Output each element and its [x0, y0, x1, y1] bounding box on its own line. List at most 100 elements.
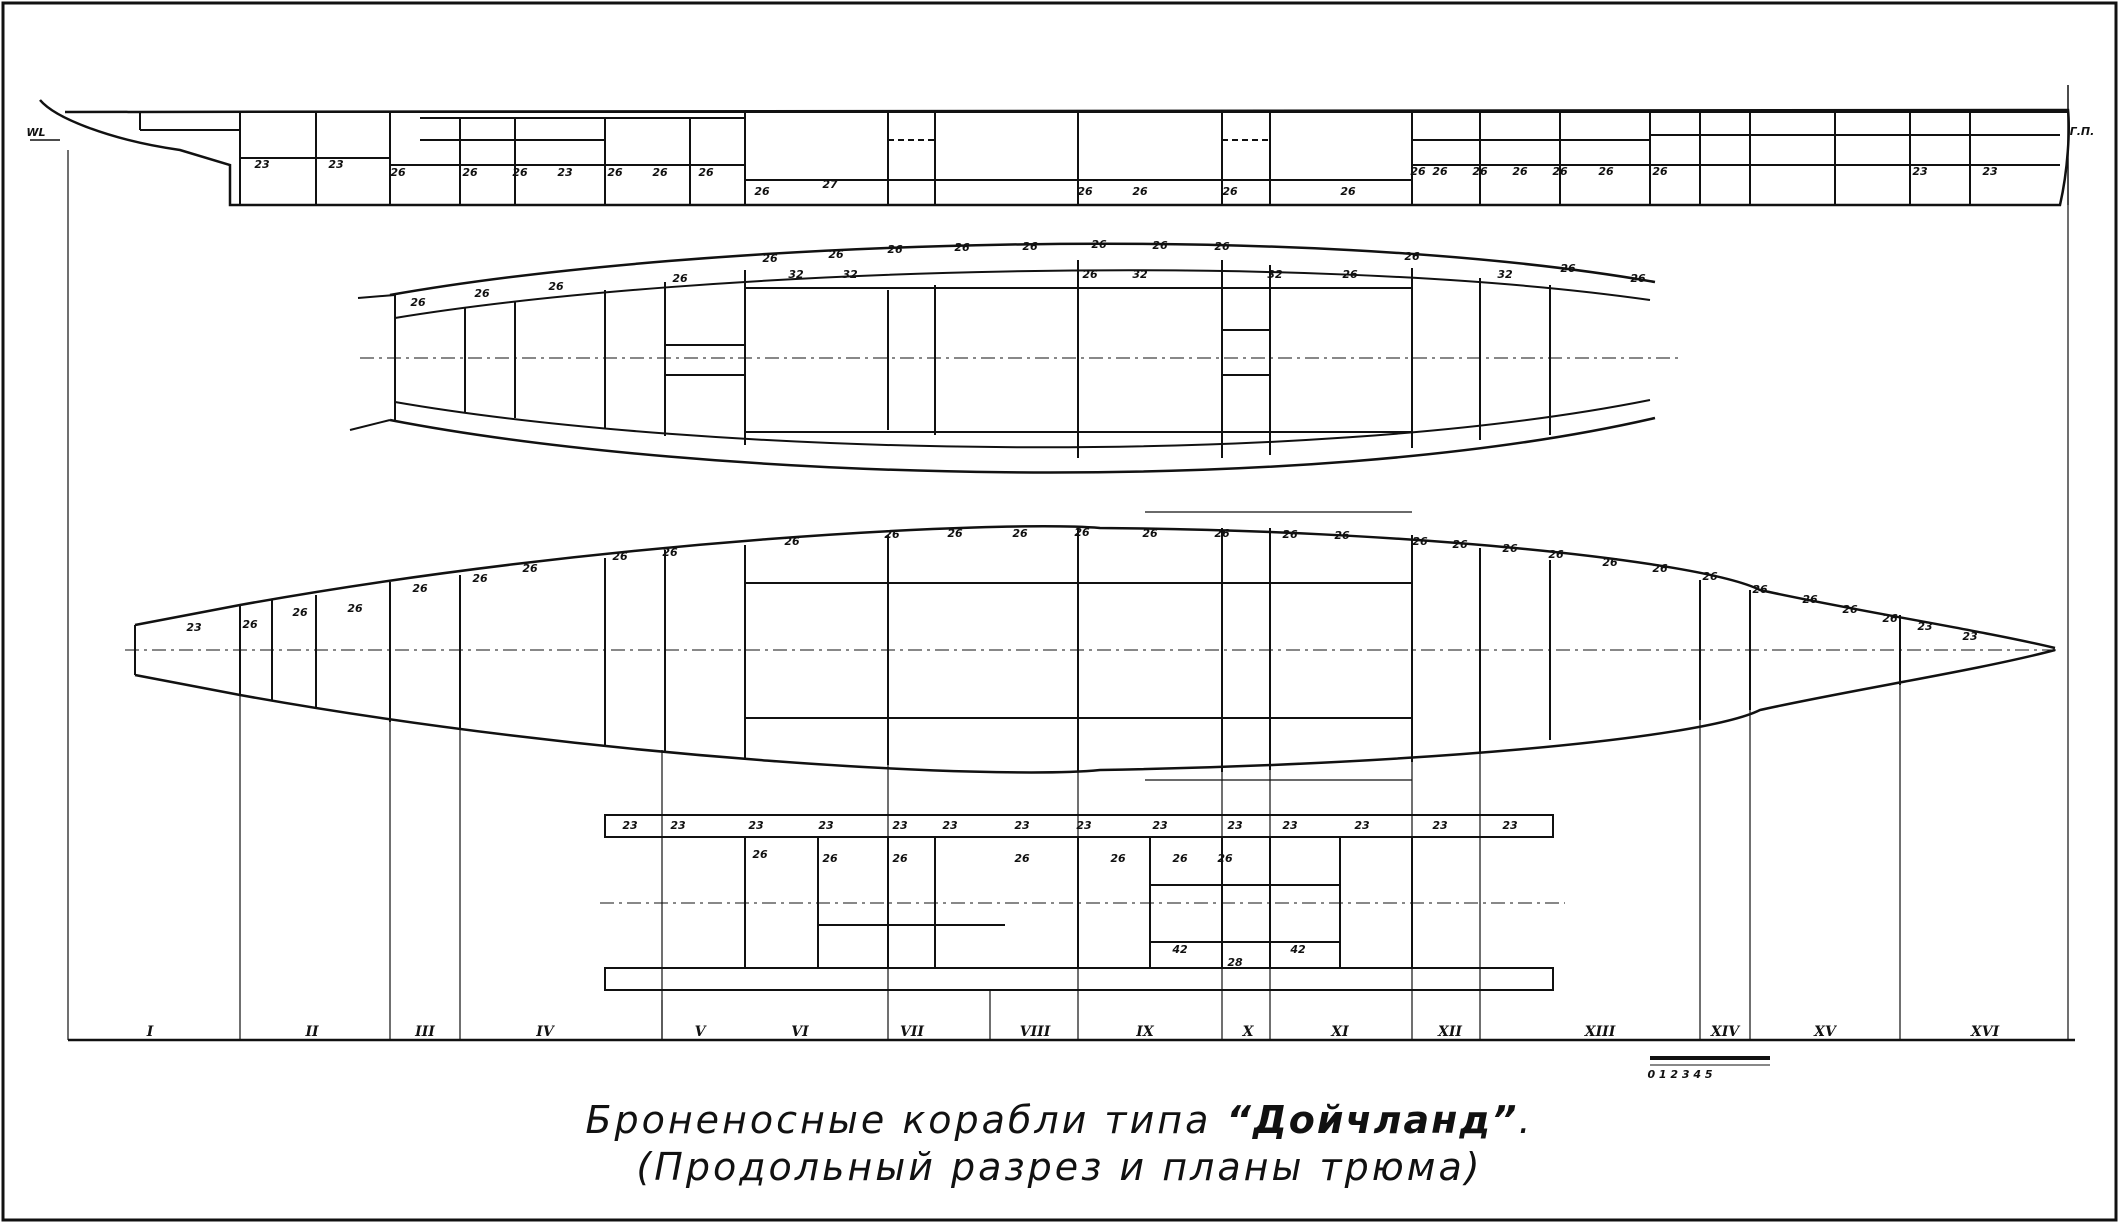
- deck-upper-compartment-label: 32: [1267, 268, 1283, 281]
- deck-middle-compartment-label: 26: [947, 527, 963, 540]
- section-label-6: VI: [791, 1024, 809, 1040]
- deck-lower-compartment-label: 23: [1152, 819, 1168, 832]
- profile-compartment-label: 26: [512, 166, 528, 179]
- deck-lower-compartment-label: 42: [1171, 943, 1188, 956]
- deck-middle-compartment-label: 26: [1502, 542, 1518, 555]
- section-label-3: III: [414, 1024, 435, 1040]
- deck-lower-compartment-label: 26: [1172, 852, 1188, 865]
- deck-upper-compartment-label: 32: [1132, 268, 1148, 281]
- section-label-14: XIV: [1710, 1024, 1741, 1040]
- deck-upper-compartment-label: 26: [410, 296, 426, 309]
- deck-lower-compartment-label: 23: [622, 819, 638, 832]
- deck-plan-upper: [349, 242, 1680, 474]
- profile-compartment-label: 26: [1552, 165, 1568, 178]
- drawing-title: Броненосные корабли типа “Дойчланд”.: [585, 1098, 1534, 1142]
- deck-lower-compartment-label: 23: [1076, 819, 1092, 832]
- profile-compartment-label: 26: [652, 166, 668, 179]
- deck-middle-compartment-label: 26: [1142, 527, 1158, 540]
- deck-upper-compartment-label: 32: [842, 268, 858, 281]
- profile-compartment-label: 26: [1222, 185, 1238, 198]
- profile-compartment-label: 26: [1132, 185, 1148, 198]
- profile-compartment-label: 26: [1340, 185, 1356, 198]
- section-label-2: II: [304, 1024, 319, 1040]
- deck-middle-compartment-label: 26: [1334, 529, 1350, 542]
- deck-lower-compartment-label: 28: [1227, 956, 1243, 969]
- deck-middle-compartment-label: 26: [1282, 528, 1298, 541]
- section-label-8: VIII: [1020, 1024, 1051, 1040]
- deck-lower-compartment-label: 26: [892, 852, 908, 865]
- deck-upper-compartment-label: 26: [1560, 262, 1576, 275]
- profile-compartment-label: 26: [1432, 165, 1448, 178]
- profile-compartment-label: 26: [1472, 165, 1488, 178]
- deck-lower-compartment-label: 23: [670, 819, 686, 832]
- profile-compartment-label: 26: [1512, 165, 1528, 178]
- deck-middle-compartment-label: 26: [1074, 526, 1090, 539]
- profile-compartment-label: 23: [328, 158, 344, 171]
- profile-compartment-label: 26: [1598, 165, 1614, 178]
- deck-middle-compartment-label: 26: [1802, 593, 1818, 606]
- profile-compartment-label: 23: [1982, 165, 1998, 178]
- reference-mark: Г.П.: [2070, 125, 2095, 138]
- deck-plan-middle: [125, 511, 2060, 781]
- deck-middle-compartment-label: 26: [412, 582, 428, 595]
- deck-upper-compartment-label: 26: [1214, 240, 1230, 253]
- section-label-10: X: [1242, 1024, 1255, 1040]
- section-label-15: XV: [1813, 1024, 1838, 1040]
- drawing-subtitle: (Продольный разрез и планы трюма): [636, 1145, 1483, 1189]
- deck-lower-compartment-label: 26: [1014, 852, 1030, 865]
- section-label-12: XII: [1437, 1024, 1462, 1040]
- deck-lower-compartment-label: 23: [892, 819, 908, 832]
- deck-middle-compartment-label: 26: [1412, 535, 1428, 548]
- deck-middle-compartment-label: 26: [1012, 527, 1028, 540]
- section-label-4: IV: [535, 1024, 556, 1040]
- deck-upper-compartment-label: 26: [887, 243, 903, 256]
- deck-middle-compartment-label: 26: [662, 546, 678, 559]
- profile-compartment-label: 26: [607, 166, 623, 179]
- deck-lower-compartment-label: 23: [1282, 819, 1298, 832]
- deck-middle-compartment-label: 26: [1602, 556, 1618, 569]
- deck-middle-compartment-label: 26: [1652, 562, 1668, 575]
- profile-compartment-label: 23: [1912, 165, 1928, 178]
- profile-section: [30, 85, 2070, 207]
- deck-middle-compartment-label: 23: [1917, 620, 1933, 633]
- deck-middle-compartment-label: 23: [186, 621, 202, 634]
- deck-lower-compartment-label: 23: [1354, 819, 1370, 832]
- deck-lower-compartment-label: 23: [1432, 819, 1448, 832]
- deck-lower-compartment-label: 23: [942, 819, 958, 832]
- deck-middle-compartment-label: 26: [1842, 603, 1858, 616]
- deck-lower-compartment-label: 23: [1227, 819, 1243, 832]
- scale-bar-label: 0 1 2 3 4 5: [1647, 1068, 1712, 1081]
- deck-upper-compartment-label: 26: [548, 280, 564, 293]
- deck-upper-compartment-label: 26: [1082, 268, 1098, 281]
- deck-upper-compartment-label: 26: [1091, 238, 1107, 251]
- deck-upper-compartment-label: 26: [1152, 239, 1168, 252]
- profile-compartment-label: 26: [1077, 185, 1093, 198]
- deck-upper-compartment-label: 26: [672, 272, 688, 285]
- deck-middle-compartment-label: 26: [784, 535, 800, 548]
- profile-compartment-label: 26: [462, 166, 478, 179]
- deck-lower-compartment-label: 23: [818, 819, 834, 832]
- profile-compartment-label: 23: [557, 166, 573, 179]
- deck-middle-compartment-label: 26: [242, 618, 258, 631]
- deck-middle-compartment-label: 26: [347, 602, 363, 615]
- deck-middle-compartment-label: 26: [472, 572, 488, 585]
- profile-compartment-label: 27: [822, 178, 838, 191]
- deck-lower-compartment-label: 23: [1502, 819, 1518, 832]
- station-lines: [67, 150, 2069, 1040]
- deck-middle-compartment-label: 26: [1548, 548, 1564, 561]
- profile-compartment-label: 26: [1410, 165, 1426, 178]
- deck-upper-compartment-label: 26: [474, 287, 490, 300]
- deck-lower-compartment-label: 26: [1110, 852, 1126, 865]
- profile-compartment-label: 23: [254, 158, 270, 171]
- deck-middle-compartment-label: 26: [1702, 570, 1718, 583]
- deck-upper-compartment-label: 32: [1497, 268, 1513, 281]
- deck-middle-compartment-label: 23: [1962, 630, 1978, 643]
- deck-middle-compartment-label: 26: [1214, 527, 1230, 540]
- section-label-7: VII: [900, 1024, 924, 1040]
- waterline-mark: WL: [26, 126, 45, 139]
- deck-middle-compartment-label: 26: [884, 528, 900, 541]
- section-label-13: XIII: [1584, 1024, 1616, 1040]
- profile-compartment-label: 26: [390, 166, 406, 179]
